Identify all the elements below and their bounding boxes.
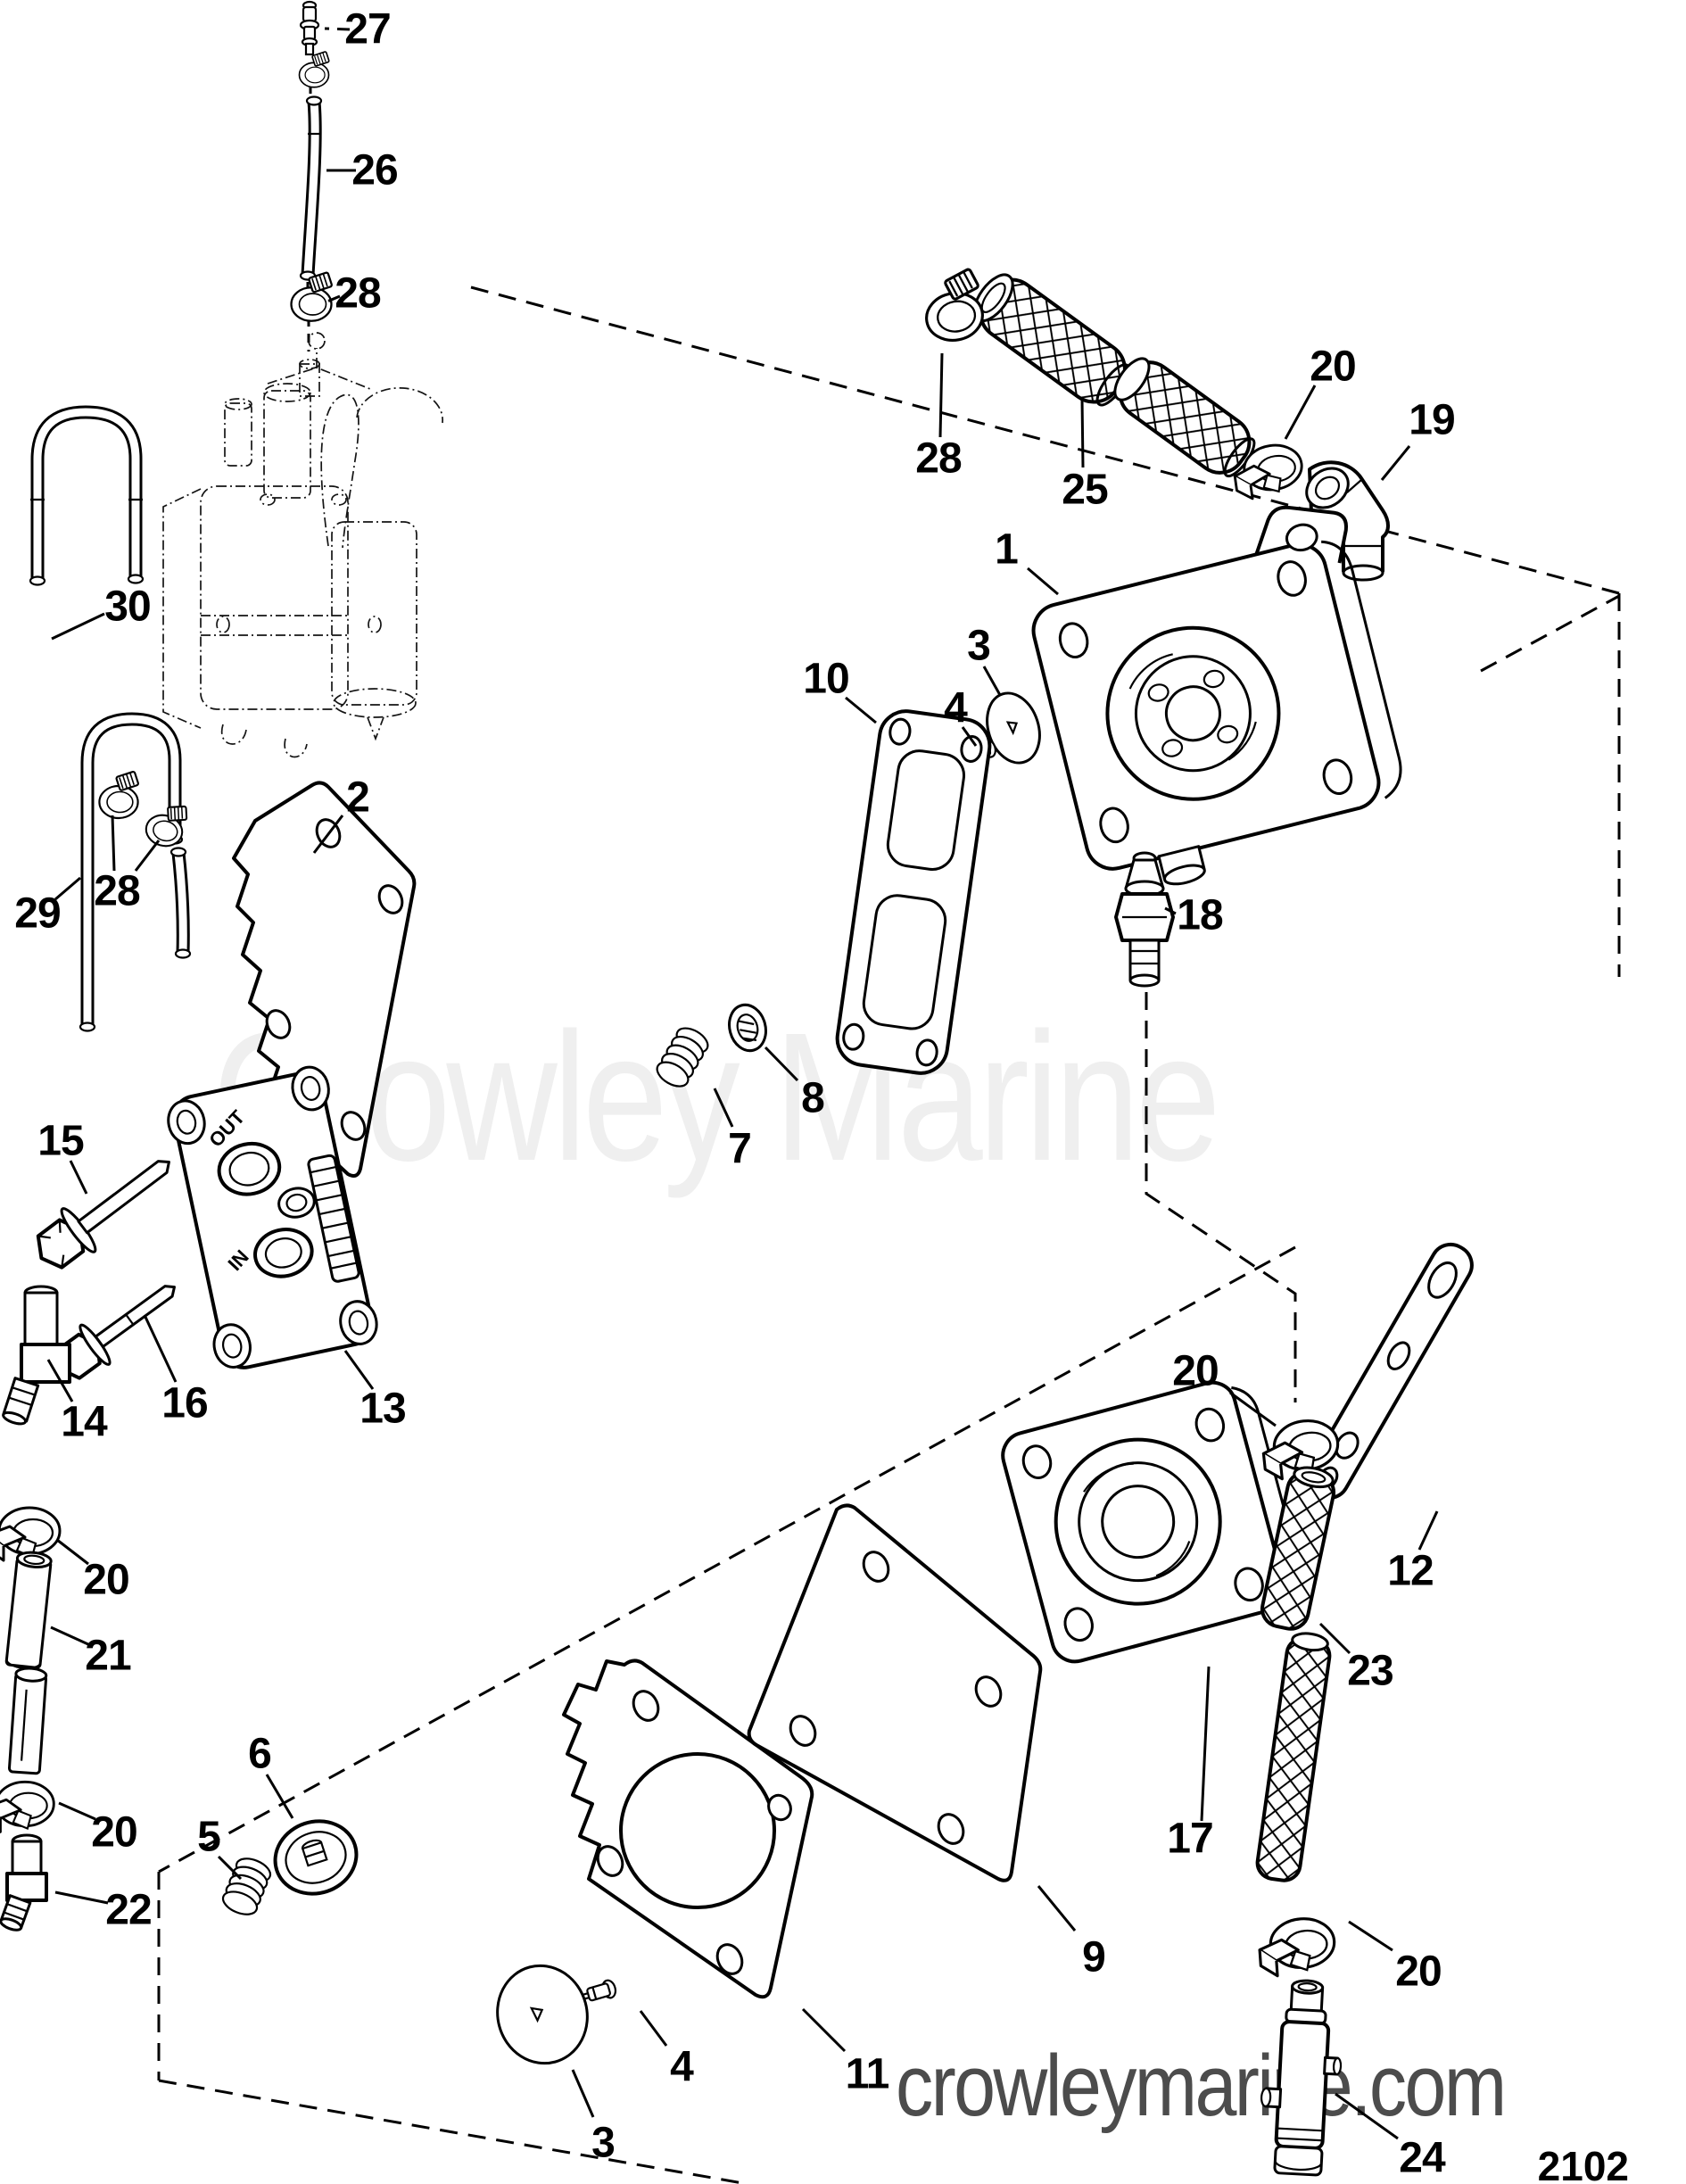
part-3-disc-b xyxy=(496,1964,589,2065)
leader-16 xyxy=(143,1314,178,1383)
part-15-bolt xyxy=(36,1160,170,1270)
leader-11 xyxy=(801,2007,847,2053)
part-28-clamp-left-1 xyxy=(98,770,140,820)
part-7-spring xyxy=(656,1027,709,1088)
part-10-gasket xyxy=(835,709,992,1075)
leader-21 xyxy=(50,1626,91,1647)
part-12-strap xyxy=(1306,1242,1474,1501)
callout-leader-lines xyxy=(46,27,1439,2140)
leader-9 xyxy=(1037,1885,1077,1932)
leader-24 xyxy=(1335,2092,1399,2140)
part-20-clamp-c xyxy=(0,1780,55,1833)
part-13-pump-bracket: OUT IN xyxy=(167,1065,378,1369)
part-27-clamp xyxy=(298,50,330,88)
leader-13 xyxy=(343,1350,375,1390)
part-29-hose xyxy=(79,712,192,1032)
fuel-pump-assembly-phantom xyxy=(162,332,443,758)
part-25-braided-hose xyxy=(972,273,1256,478)
leader-6 xyxy=(265,1774,294,1819)
leader-3b xyxy=(571,2069,595,2118)
leader-22 xyxy=(54,1890,109,1905)
leader-4b xyxy=(639,2010,668,2047)
leader-28a xyxy=(322,294,341,305)
leader-20a xyxy=(1284,385,1317,440)
part-8-check-valve xyxy=(728,1003,767,1053)
leader-20b xyxy=(56,1538,89,1566)
leader-15 xyxy=(69,1160,88,1195)
part-23-braided-hose xyxy=(1255,1466,1336,1882)
leader-2 xyxy=(312,815,344,854)
part-22-elbow-fitting xyxy=(0,1833,48,1932)
leader-1 xyxy=(1027,567,1059,596)
part-27-fitting xyxy=(299,0,320,56)
part-21-fuel-tube xyxy=(4,1551,53,1775)
part-20-clamp-e xyxy=(1256,1915,1338,1979)
leader-28b xyxy=(938,352,944,438)
part-24-fuel-tube xyxy=(1260,1979,1343,2177)
leader-28c-2 xyxy=(134,840,161,872)
leader-4a xyxy=(961,726,978,747)
leader-5 xyxy=(217,1855,243,1881)
part-30-hose xyxy=(29,405,145,586)
page-number: 2102 xyxy=(1537,2143,1629,2184)
leader-20c xyxy=(58,1801,96,1821)
part-26-hose xyxy=(299,95,323,281)
part-28-clamp-hose25 xyxy=(917,266,989,346)
leader-30 xyxy=(51,612,105,641)
part-9-diaphragm xyxy=(747,1503,1043,1882)
part-28-clamp-top xyxy=(290,270,334,322)
part-1-fuel-pump-body xyxy=(1031,505,1402,886)
part-18-fitting xyxy=(1114,851,1175,988)
part-14-elbow-fitting xyxy=(2,1285,71,1426)
leader-28c xyxy=(111,815,116,872)
leader-14 xyxy=(46,1359,74,1402)
leader-25 xyxy=(1080,397,1085,468)
leader-20e xyxy=(1348,1920,1393,1952)
construction-dashed-lines xyxy=(157,85,1621,2184)
part-3-disc-a xyxy=(986,691,1041,765)
leader-19 xyxy=(1380,445,1411,481)
leader-20d xyxy=(1229,1391,1277,1427)
part-11-gasket xyxy=(562,1659,814,1999)
leader-8 xyxy=(764,1046,799,1082)
leader-18 xyxy=(1164,906,1177,915)
part-6-diaphragm-cap xyxy=(273,1819,359,1896)
leader-7 xyxy=(713,1088,734,1128)
leader-3a xyxy=(982,666,1002,696)
leader-29 xyxy=(54,876,81,901)
part-28-clamp-left-2 xyxy=(141,797,191,851)
part-5-spring xyxy=(221,1857,272,1915)
part-19-elbow-fitting xyxy=(1305,460,1390,582)
leader-10 xyxy=(845,696,877,724)
leader-12 xyxy=(1417,1510,1439,1551)
leader-17 xyxy=(1200,1666,1211,1822)
part-17-pump-cover xyxy=(1001,1380,1303,1664)
leader-23 xyxy=(1318,1622,1351,1655)
watermark-crowleymarine-url: crowleymarine.com xyxy=(896,2037,1507,2134)
